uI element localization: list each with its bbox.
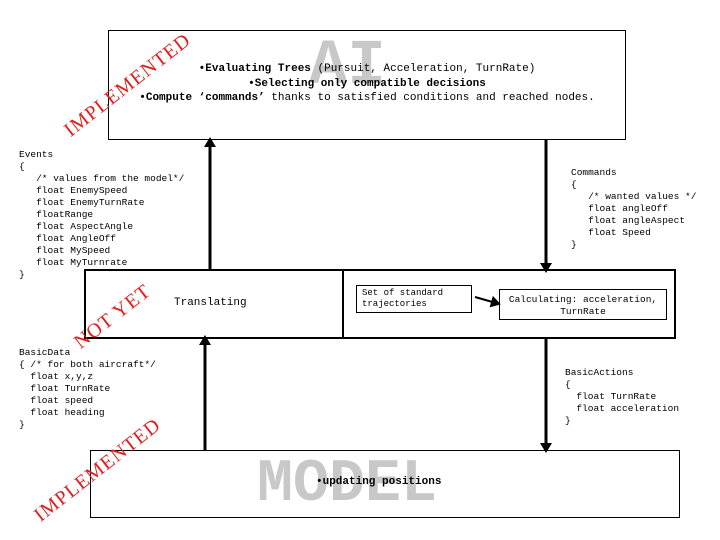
arrow-trajectories-to-calculating	[474, 295, 501, 308]
ai-box: AI •Evaluating Trees (Pursuit, Accelerat…	[108, 30, 626, 140]
model-box: MODEL •updating positions	[90, 450, 680, 518]
ai-line-3: •Compute ‘commands’ thanks to satisfied …	[139, 92, 595, 104]
ai-watermark: AI	[309, 31, 386, 103]
ai-description: •Evaluating Trees (Pursuit, Acceleration…	[109, 62, 625, 106]
translator-divider	[342, 271, 344, 337]
basicdata-block: BasicData { /* for both aircraft*/ float…	[19, 347, 156, 430]
basicactions-block: BasicActions { float TurnRate float acce…	[565, 367, 680, 426]
calculating-box: Calculating: acceleration, TurnRate	[499, 289, 667, 320]
model-description: •updating positions	[316, 476, 442, 488]
ai-line-1: •Evaluating Trees (Pursuit, Acceleration…	[198, 63, 536, 75]
translator-box: Translating Set of standard trajectories…	[84, 269, 676, 339]
commands-block: Commands { /* wanted values */ float ang…	[571, 167, 697, 250]
model-watermark: MODEL	[257, 451, 438, 519]
trajectories-box: Set of standard trajectories	[356, 285, 472, 313]
events-block: Events { /* values from the model*/ floa…	[19, 149, 185, 280]
ai-line-2: •Selecting only compatible decisions	[248, 77, 486, 90]
translating-label: Translating	[174, 297, 247, 309]
